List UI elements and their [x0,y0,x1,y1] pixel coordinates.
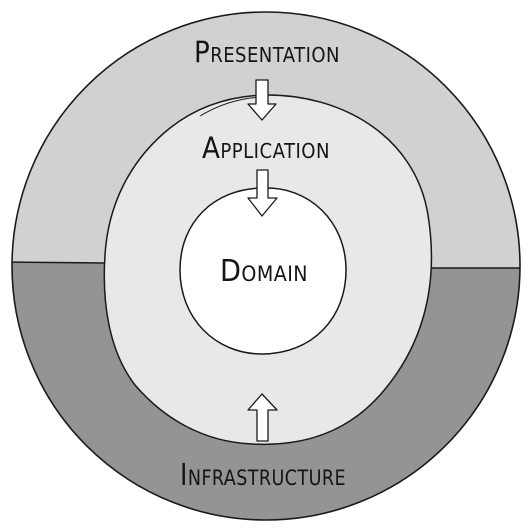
arrow-up-icon [247,393,278,442]
infrastructure-label: Infrastructure [180,458,346,493]
arrow-down-icon [247,169,278,217]
presentation-label: Presentation [194,35,340,69]
application-label: Application [202,131,330,165]
domain-layer-region [179,187,347,355]
domain-label: Domain [220,254,308,289]
layer-divider-line [12,261,520,269]
arrow-down-icon [247,79,277,121]
outer-ring-outline [11,11,521,521]
